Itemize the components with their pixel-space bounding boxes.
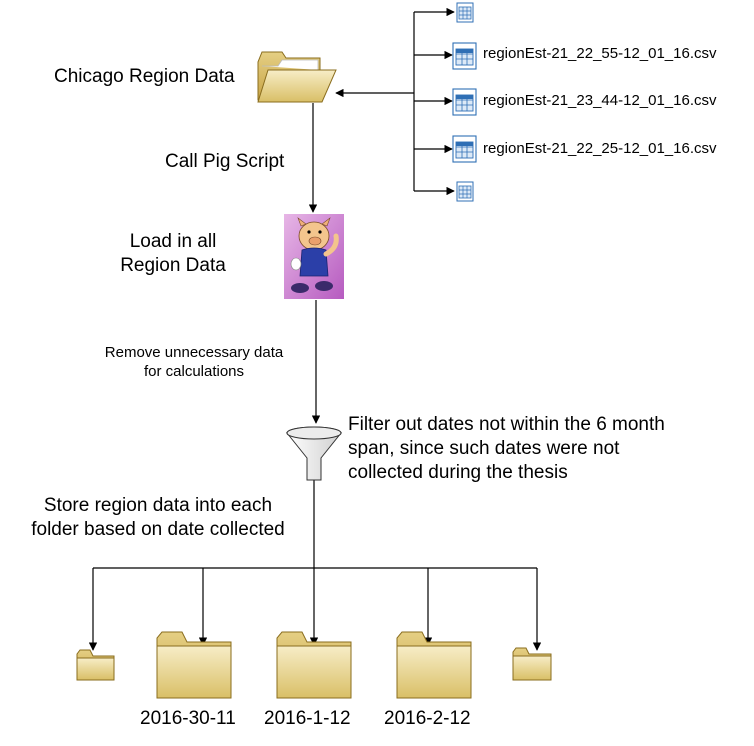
file-bracket-lines: [335, 7, 455, 196]
call-script-label: Call Pig Script: [165, 151, 285, 172]
folder-label-2016-2-12: 2016-2-12: [384, 708, 471, 729]
csv-file-icon-2: [452, 88, 477, 116]
csv-file-icon-3: [452, 135, 477, 163]
folder-icon-small-left: [76, 649, 115, 681]
filter-label: Filter out dates not within the 6 month …: [348, 413, 665, 484]
folder-open-icon: [257, 51, 337, 103]
folder-icon-2016-1-12: [276, 631, 352, 699]
filter-line-2: span, since such dates were not: [348, 437, 620, 459]
funnel-icon: [285, 426, 343, 481]
folder-label-2016-1-12: 2016-1-12: [264, 708, 351, 729]
load-data-label: Load in all Region Data: [108, 230, 238, 278]
filter-line-3: collected during the thesis: [348, 461, 568, 483]
folder-icon-small-right: [512, 647, 552, 681]
folder-icon-2016-2-12: [396, 631, 472, 699]
file-name-label-3: regionEst-21_22_25-12_01_16.csv: [483, 140, 717, 157]
csv-file-icon-1: [452, 42, 477, 70]
file-name-label-1: regionEst-21_22_55-12_01_16.csv: [483, 45, 717, 62]
file-icon-5: [456, 181, 474, 202]
load-data-line-2: Region Data: [120, 254, 226, 276]
folder-icon-2016-30-11: [156, 631, 232, 699]
pig-mascot-icon: [284, 214, 344, 299]
source-folder-label: Chicago Region Data: [54, 66, 235, 87]
remove-data-line-2: for calculations: [143, 362, 245, 380]
load-data-line-1: Load in all: [129, 231, 217, 252]
file-icon-1: [456, 2, 474, 23]
main-flow-lines: [88, 103, 542, 651]
store-label: Store region data into each folder based…: [8, 494, 308, 542]
store-line-2: folder based on date collected: [31, 518, 285, 540]
folder-label-2016-30-11: 2016-30-11: [140, 708, 236, 729]
filter-line-1: Filter out dates not within the 6 month: [348, 414, 665, 435]
remove-data-label: Remove unnecessary data for calculations: [76, 344, 312, 382]
store-line-1: Store region data into each: [43, 495, 273, 516]
remove-data-line-1: Remove unnecessary data: [104, 344, 284, 361]
file-name-label-2: regionEst-21_23_44-12_01_16.csv: [483, 92, 717, 109]
